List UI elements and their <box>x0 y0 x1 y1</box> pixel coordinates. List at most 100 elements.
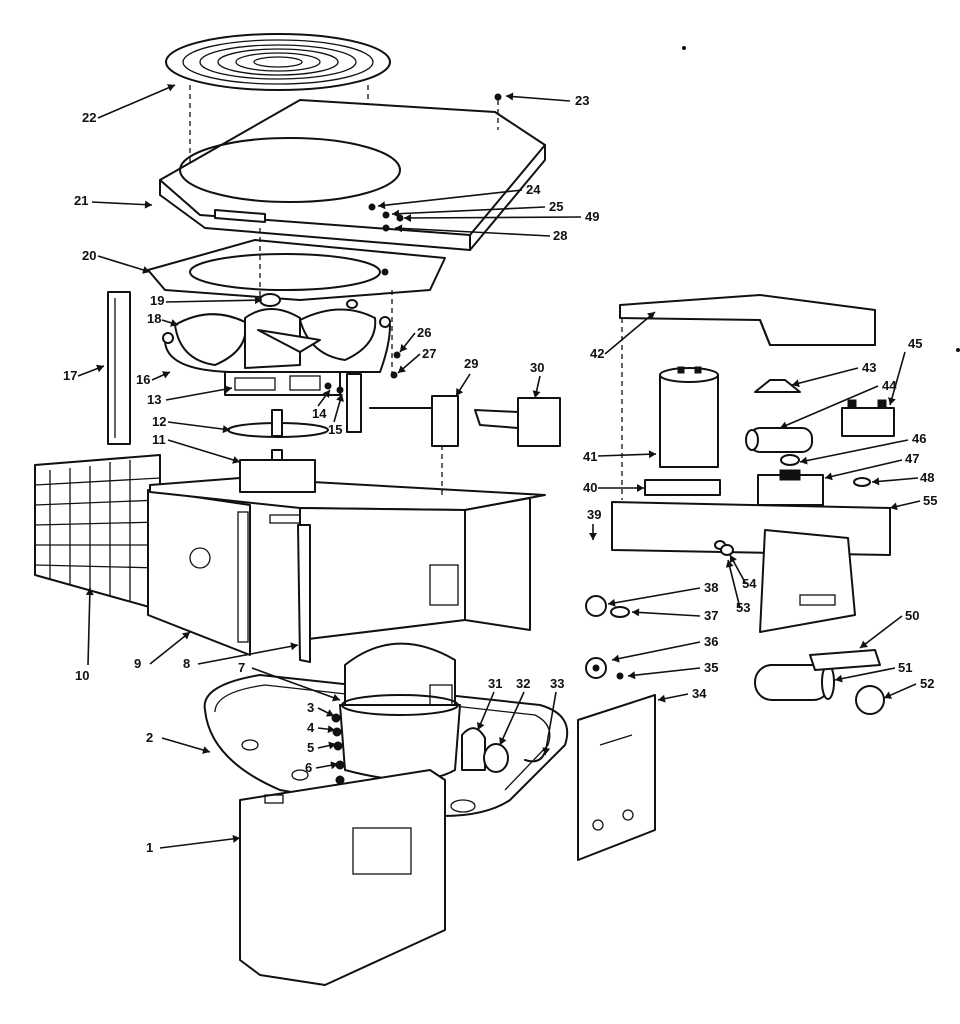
leader-arrowhead <box>890 502 898 511</box>
leader-line <box>391 206 546 215</box>
leader-arrowhead <box>85 588 94 596</box>
leader-line <box>779 385 879 429</box>
leader-arrowhead <box>327 725 335 734</box>
callout-37: 37 <box>704 608 718 623</box>
mounting-bar <box>644 479 721 496</box>
callout-27: 27 <box>422 346 436 361</box>
callout-22: 22 <box>82 110 96 125</box>
leader-arrowhead <box>860 640 868 648</box>
leader-line <box>859 615 903 649</box>
leader-line <box>889 351 906 406</box>
start-capacitor <box>745 427 813 453</box>
callout-41: 41 <box>583 449 597 464</box>
leader-arrowhead <box>506 92 514 101</box>
leader-arrowhead <box>325 709 334 717</box>
callout-42: 42 <box>590 346 604 361</box>
callout-30: 30 <box>530 360 544 375</box>
leader-arrowhead <box>378 201 386 210</box>
leader-arrowhead <box>328 741 336 750</box>
leader-arrowhead <box>542 747 551 755</box>
callout-36: 36 <box>704 634 718 649</box>
leader-line <box>159 837 241 849</box>
mount-bolts <box>331 713 345 785</box>
leader-line <box>165 299 263 303</box>
callout-2: 2 <box>146 730 153 745</box>
tubing-31 <box>461 727 486 771</box>
screw-26 <box>393 351 401 359</box>
fan-motor-assembly <box>162 293 391 373</box>
callout-34: 34 <box>692 686 707 701</box>
leader-line <box>97 84 176 119</box>
run-capacitor <box>659 366 719 468</box>
condenser-coil <box>34 454 161 611</box>
callout-24: 24 <box>526 182 541 197</box>
leader-arrowhead <box>477 721 485 730</box>
callout-8: 8 <box>183 656 190 671</box>
leader-line <box>627 667 701 677</box>
leader-line <box>505 95 571 102</box>
callout-51: 51 <box>898 660 912 675</box>
callout-47: 47 <box>905 451 919 466</box>
leader-line <box>834 667 896 681</box>
callout-33: 33 <box>550 676 564 691</box>
callout-43: 43 <box>862 360 876 375</box>
leader-arrowhead <box>404 213 412 222</box>
leader-arrowhead <box>608 598 616 607</box>
leader-arrowhead <box>254 296 262 305</box>
callout-11: 11 <box>152 432 166 447</box>
capacitor-assembly <box>754 649 885 715</box>
leader-arrowhead <box>96 364 104 373</box>
fan-shroud <box>147 239 446 301</box>
leader-lines <box>77 84 921 849</box>
leader-arrowhead <box>222 425 230 434</box>
callout-13: 13 <box>147 392 161 407</box>
fan-guard-grille <box>165 33 391 91</box>
callout-31: 31 <box>488 676 502 691</box>
leader-arrowhead <box>395 224 403 233</box>
leader-arrowhead <box>884 691 893 699</box>
callout-18: 18 <box>147 311 161 326</box>
leader-arrowhead <box>400 344 408 352</box>
callout-6: 6 <box>305 760 312 775</box>
leader-line <box>403 216 582 219</box>
fitting-32 <box>483 743 509 773</box>
control-box <box>611 501 891 633</box>
screw-23 <box>494 93 502 101</box>
leader-line <box>499 691 525 746</box>
callout-4: 4 <box>307 720 315 735</box>
leader-line <box>597 453 657 457</box>
leader-line <box>87 587 91 666</box>
leader-arrowhead <box>398 365 406 373</box>
leader-arrowhead <box>182 632 190 640</box>
callout-16: 16 <box>136 372 150 387</box>
callout-55: 55 <box>923 493 937 508</box>
callout-9: 9 <box>134 656 141 671</box>
leader-arrowhead <box>725 560 734 568</box>
motor-bracket <box>224 371 362 433</box>
leader-arrowhead <box>456 387 464 396</box>
callout-29: 29 <box>464 356 478 371</box>
leader-arrowhead <box>499 736 507 745</box>
callout-labels: 1 2 3 4 5 6 7 8 9 10 11 12 13 14 15 16 1… <box>63 93 937 855</box>
leader-line <box>165 387 233 401</box>
callout-15: 15 <box>328 422 342 437</box>
leader-arrowhead <box>202 746 210 754</box>
control-cover <box>619 294 876 346</box>
leader-line <box>611 641 701 661</box>
leader-arrowhead <box>161 371 170 379</box>
callout-3: 3 <box>307 700 314 715</box>
leader-arrowhead <box>825 472 833 481</box>
tube <box>297 524 311 663</box>
bracket-43 <box>754 379 801 393</box>
leader-line <box>197 644 299 665</box>
callout-38: 38 <box>704 580 718 595</box>
leader-arrowhead <box>800 456 808 465</box>
leader-arrowhead <box>224 385 232 394</box>
leader-line <box>727 559 741 609</box>
leader-arrowhead <box>322 390 330 398</box>
leader-arrowhead <box>612 654 620 663</box>
leader-arrowhead <box>648 450 656 459</box>
leader-arrowhead <box>330 761 338 770</box>
